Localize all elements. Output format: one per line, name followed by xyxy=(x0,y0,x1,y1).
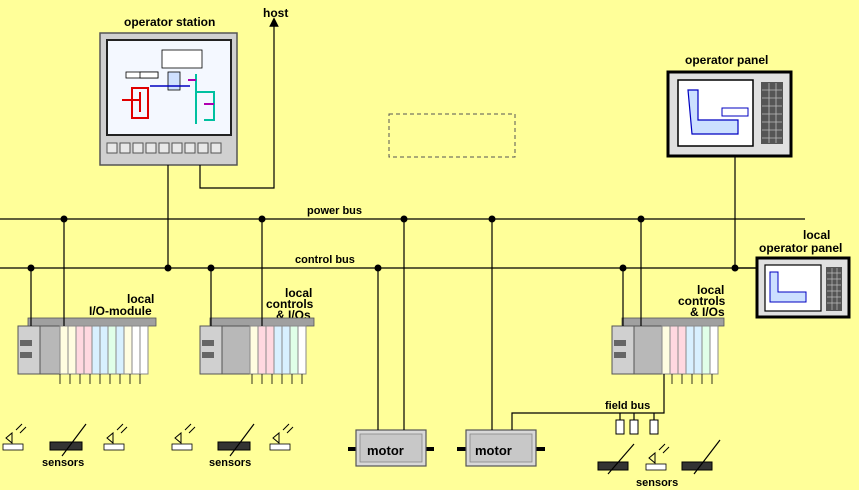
controls-rack-2 xyxy=(611,317,725,384)
sensors-label-1: sensors xyxy=(42,457,84,469)
dashed-placeholder-box xyxy=(388,113,516,158)
sensor-led-5 xyxy=(645,443,670,471)
controls-label-2c: & I/Os xyxy=(690,305,725,319)
host-label: host xyxy=(263,6,288,20)
motor-1-label: motor xyxy=(367,443,404,458)
field-bus-connectors xyxy=(615,413,659,435)
power-bus-label: power bus xyxy=(307,205,362,217)
sensor-led-4 xyxy=(269,423,294,451)
operator-panel-label: operator panel xyxy=(685,53,768,67)
sensor-resistor-4 xyxy=(681,439,721,475)
sensor-led-2 xyxy=(103,423,128,451)
io-module-label-2: I/O-module xyxy=(89,304,152,318)
local-operator-panel xyxy=(755,256,851,319)
operator-station-buttons xyxy=(106,142,222,154)
controls-label-2a: local xyxy=(697,283,724,297)
local-operator-panel-label-1: local xyxy=(803,228,830,242)
junction-dots xyxy=(27,215,739,272)
sensor-led-3 xyxy=(171,423,196,451)
operator-station xyxy=(99,32,238,166)
motor-2-label: motor xyxy=(475,443,512,458)
sensor-resistor-3 xyxy=(597,443,635,475)
controls-label-1b: controls xyxy=(266,297,314,311)
sensor-resistor-1 xyxy=(49,423,87,457)
controls-rack-1 xyxy=(199,317,315,384)
io-module-label-1: local xyxy=(127,292,154,306)
operator-panel xyxy=(666,70,793,158)
field-bus-label: field bus xyxy=(605,400,650,412)
motor-2 xyxy=(457,429,545,467)
motor-1 xyxy=(348,429,434,467)
local-operator-panel-label-2: operator panel xyxy=(759,241,842,255)
control-bus-label: control bus xyxy=(295,254,355,266)
field-bus-line xyxy=(511,374,665,430)
controls-label-1a: local xyxy=(285,286,312,300)
operator-panel-keypad xyxy=(761,82,783,144)
controls-label-2b: controls xyxy=(678,294,726,308)
sensors-label-3: sensors xyxy=(636,477,678,489)
sensor-led-1 xyxy=(2,423,27,451)
host-link xyxy=(199,17,279,189)
operator-station-label: operator station xyxy=(124,15,215,29)
sensors-label-2: sensors xyxy=(209,457,251,469)
sensor-resistor-2 xyxy=(217,423,255,457)
io-rack-1 xyxy=(17,317,157,384)
